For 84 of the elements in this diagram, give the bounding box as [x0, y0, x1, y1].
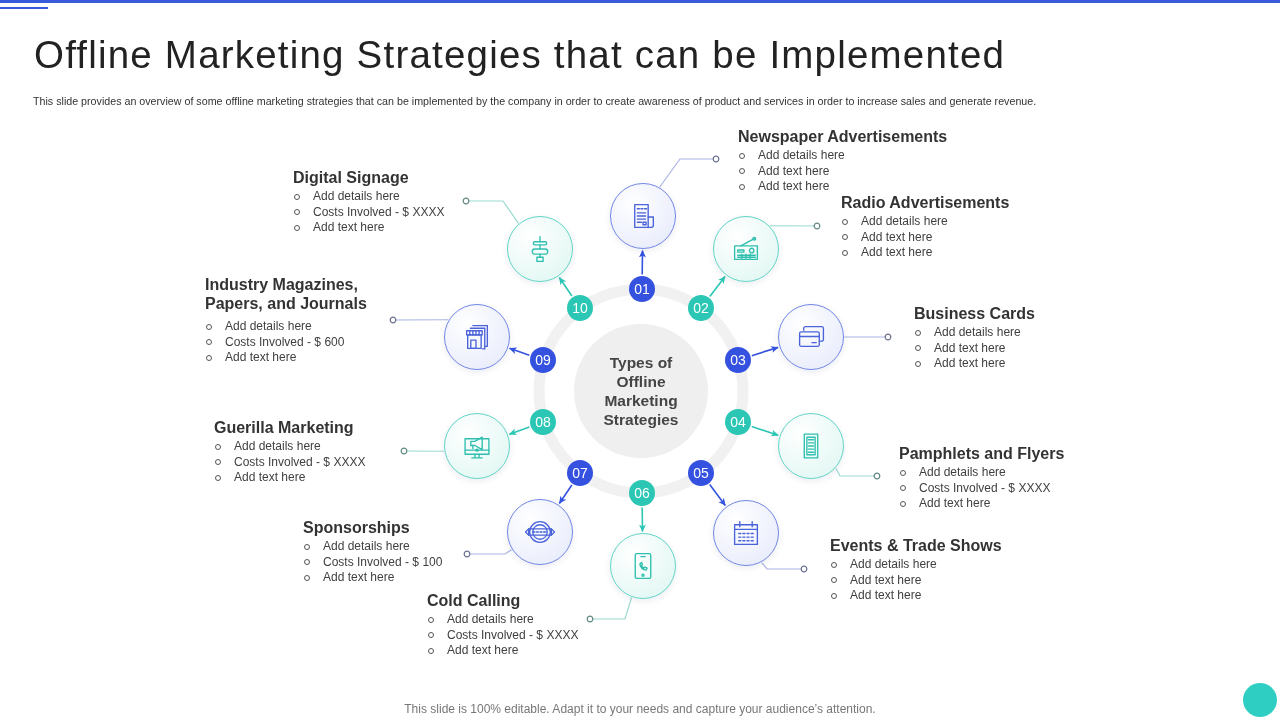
number-badge: 02 [688, 295, 714, 321]
footer-note: This slide is 100% editable. Adapt it to your needs and capture your audience’s attention. [404, 702, 876, 716]
icon-circle [610, 183, 676, 249]
strategy-heading: Industry Magazines, Papers, and Journals [205, 275, 368, 313]
arrow [751, 346, 779, 357]
number-badge: 01 [629, 276, 655, 302]
strategy-heading: Newspaper Advertisements [738, 127, 948, 146]
leader-line [835, 467, 881, 480]
bullet-text: Add details here [919, 465, 1006, 481]
icon-circle [778, 413, 844, 479]
bullet-text: Add text here [447, 643, 519, 659]
arrow [708, 483, 727, 507]
number-badge: 04 [725, 409, 751, 435]
bullet-text: Add details here [934, 325, 1021, 341]
strategy-heading: Business Cards [914, 304, 1035, 323]
bullet-text: Add details here [234, 439, 321, 455]
bullet-text: Add text here [758, 163, 830, 179]
icon-circle [507, 499, 573, 565]
bullet-text: Add details here [313, 189, 400, 205]
number-badge: 05 [688, 460, 714, 486]
bullet-text: Costs Involved - $ XXXX [447, 627, 579, 643]
strategy-heading: Events & Trade Shows [830, 536, 1002, 555]
bullet-text: Add text here [225, 350, 297, 366]
bullet-text: Add details here [323, 539, 410, 555]
icon-circle [444, 413, 510, 479]
bullet-text: Add text here [850, 572, 922, 588]
bullet-text: Add details here [861, 214, 948, 230]
strategy-heading: Cold Calling [427, 591, 521, 610]
strategy-heading: Sponsorships [303, 518, 410, 537]
arrow [709, 275, 726, 298]
strategy-heading: Guerilla Marketing [214, 418, 354, 437]
leader-line [843, 333, 892, 341]
arrow [558, 484, 573, 505]
icon-circle [713, 500, 779, 566]
strategy-heading: Radio Advertisements [841, 193, 1010, 212]
bullet-text: Add details here [447, 612, 534, 628]
subtitle: This slide provides an overview of some offline marketing strategies that can be implemented by the company in order to create awareness of product and services in order to increase sales and generate revenue. [33, 95, 1037, 107]
bullet-text: Add text here [934, 356, 1006, 372]
bullet-text: Add details here [850, 557, 937, 573]
bullet-text: Add text here [934, 340, 1006, 356]
icon-circle [610, 533, 676, 599]
arrow [638, 249, 646, 276]
leader-line [769, 222, 821, 230]
bullet-text: Costs Involved - $ XXXX [919, 480, 1051, 496]
icon-circle [713, 216, 779, 282]
center-circle: Types of Offline Marketing Strategies [574, 324, 708, 458]
bullet-text: Costs Involved - $ 600 [225, 334, 345, 350]
icon-circle [507, 216, 573, 282]
arrow [751, 425, 780, 437]
number-badge: 07 [567, 460, 593, 486]
leader-line [462, 197, 520, 224]
bullet-text: Add text here [919, 496, 991, 512]
number-badge: 09 [530, 347, 556, 373]
bullet-text: Add text here [313, 220, 385, 236]
leader-line [463, 549, 513, 558]
arrow [558, 276, 573, 297]
bullet-text: Add text here [758, 179, 830, 195]
bullet-text: Add text here [234, 470, 306, 486]
bullet-text: Add details here [758, 148, 845, 164]
number-badge: 06 [629, 480, 655, 506]
strategy-heading: Pamphlets and Flyers [899, 444, 1065, 463]
number-badge: 03 [725, 347, 751, 373]
bullet-text: Add text here [850, 588, 922, 604]
number-badge: 10 [567, 295, 593, 321]
leader-line [761, 562, 808, 573]
arrow [638, 506, 646, 533]
bullet-text: Costs Involved - $ XXXX [313, 204, 445, 220]
bullet-text: Add text here [323, 570, 395, 586]
arrow [508, 347, 531, 357]
bullet-text: Costs Involved - $ 100 [323, 554, 443, 570]
bullet-text: Add text here [861, 229, 933, 245]
icon-circle [778, 304, 844, 370]
arrow [508, 426, 531, 436]
leader-line [400, 447, 445, 455]
bullet-text: Add details here [225, 319, 312, 335]
bullet-text: Add text here [861, 245, 933, 261]
title: Offline Marketing Strategies that can be Implemented [34, 33, 1006, 77]
number-badge: 08 [530, 409, 556, 435]
bullet-text: Costs Involved - $ XXXX [234, 454, 366, 470]
leader-line [389, 316, 449, 324]
leader-line [586, 596, 633, 623]
icon-circle [444, 304, 510, 370]
strategy-heading: Digital Signage [293, 168, 409, 187]
leader-line [659, 155, 720, 188]
